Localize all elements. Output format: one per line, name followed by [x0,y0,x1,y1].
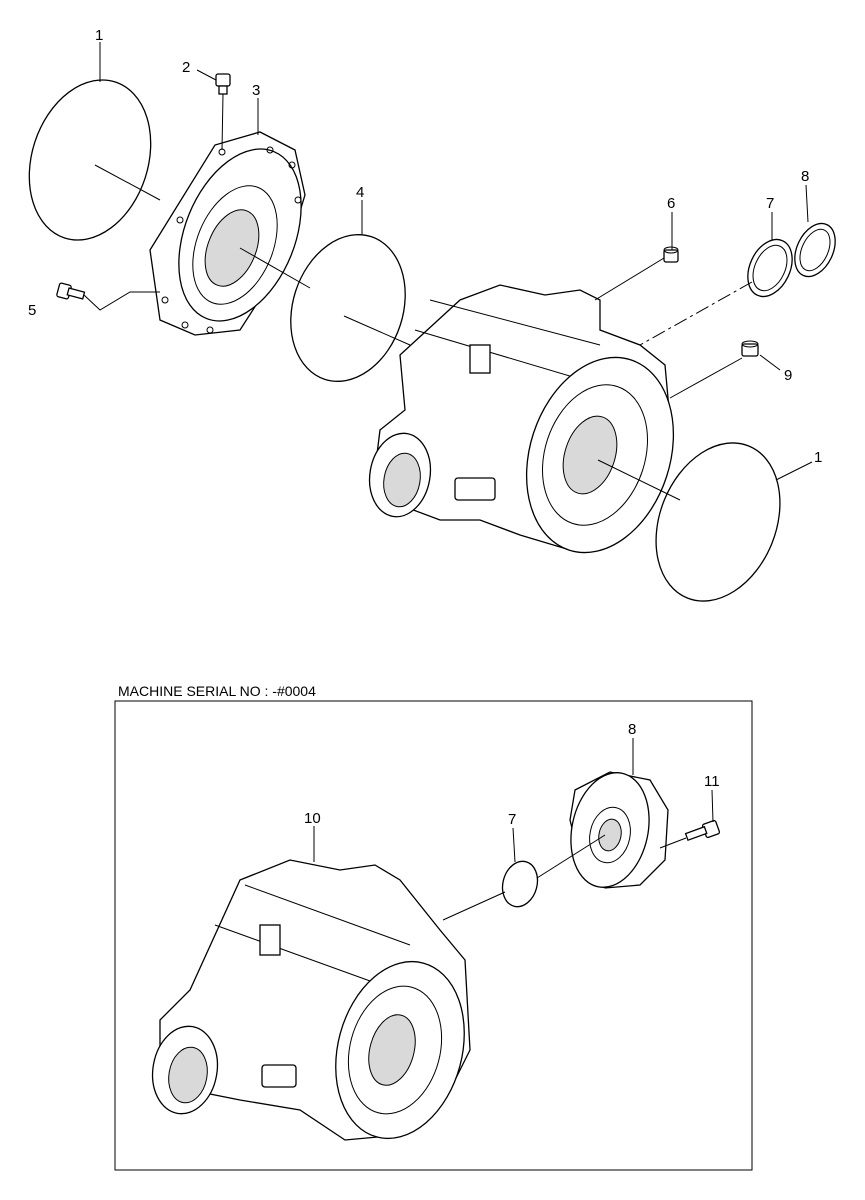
axle-housing-top [368,284,675,554]
seal-ring-part-7 [747,238,793,298]
callout-3: 3 [252,82,260,99]
callout-8-lower: 8 [628,721,636,738]
serial-section-frame [114,700,753,1171]
bolt-part-11 [684,819,721,842]
callout-7-top: 7 [766,195,774,212]
cover-lower-part-8 [569,771,669,889]
machine-serial-title: MACHINE SERIAL NO : -#0004 [118,683,316,699]
callout-9: 9 [784,367,792,384]
leader-lines-lower [313,738,714,921]
callout-1-left: 1 [95,27,103,44]
o-ring-middle [290,234,406,382]
callout-4: 4 [356,184,364,201]
callout-5: 5 [28,302,36,319]
callout-1-right: 1 [814,449,822,466]
o-ring-right [655,442,781,602]
snap-ring-part-8 [794,222,836,278]
leader-lines-top [83,42,813,501]
o-ring-left [28,79,152,241]
plug-part-6 [663,246,679,263]
o-ring-lower-part-7 [501,860,539,908]
callout-7-lower: 7 [508,811,516,828]
callout-10: 10 [304,810,321,827]
bolt-part-5 [56,282,86,300]
plug-part-2 [215,73,231,95]
plug-part-9 [741,340,759,357]
axle-housing-lower [151,859,471,1141]
callout-8-top: 8 [801,168,809,185]
flange-cover [149,131,306,336]
callout-6: 6 [667,195,675,212]
callout-2: 2 [182,59,190,76]
callout-11: 11 [704,773,720,790]
